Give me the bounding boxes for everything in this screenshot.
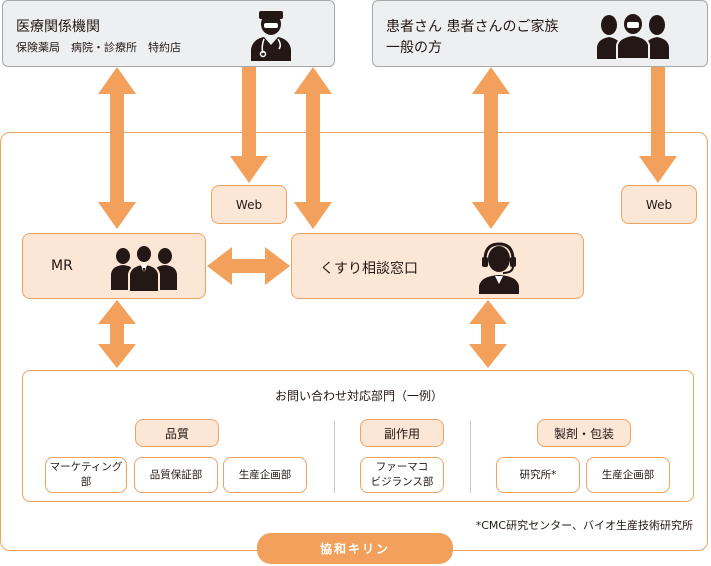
family-icon bbox=[597, 13, 669, 59]
departments-title: お問い合わせ対応部門（一例） bbox=[274, 389, 443, 403]
arrow-consult-departments bbox=[469, 300, 507, 368]
patients-line1: 患者さん 患者さんのご家族 bbox=[386, 19, 559, 35]
arrow-mr-departments bbox=[98, 300, 136, 368]
mr-label: MR bbox=[51, 258, 73, 274]
arrow-mr-consult bbox=[207, 247, 290, 285]
departments-box: お問い合わせ対応部門（一例） 品質 マーケティング部 品質保証部 生産企画部 副… bbox=[22, 370, 694, 502]
operator-headset-icon bbox=[479, 242, 519, 294]
web-box-right[interactable]: Web bbox=[621, 185, 697, 224]
company-label: 協和キリン bbox=[257, 533, 453, 564]
category-side-effects: 副作用 bbox=[360, 419, 444, 447]
arrow-doctors-consult bbox=[294, 67, 332, 229]
arrow-doctors-mr bbox=[98, 67, 136, 229]
medical-institutions-subtitle: 保険薬局 病院・診療所 特約店 bbox=[16, 41, 181, 54]
doctor-icon bbox=[251, 11, 291, 61]
dept-pharmacovigilance: ファーマコ ビジランス部 bbox=[360, 457, 444, 493]
patients-box: 患者さん 患者さんのご家族 一般の方 bbox=[372, 0, 708, 67]
business-team-icon bbox=[111, 244, 177, 292]
web-box-left[interactable]: Web bbox=[211, 185, 287, 224]
medical-institutions-box: 医療関係機関 保険薬局 病院・診療所 特約店 bbox=[2, 0, 335, 67]
arrow-patients-web bbox=[639, 67, 677, 183]
footnote: *CMC研究センター、バイオ生産技術研究所 bbox=[475, 519, 693, 532]
dept-production-planning-1: 生産企画部 bbox=[223, 457, 307, 493]
category-quality: 品質 bbox=[135, 419, 219, 447]
dept-quality-assurance: 品質保証部 bbox=[134, 457, 218, 493]
divider-2 bbox=[470, 421, 471, 493]
dept-research-lab: 研究所* bbox=[496, 457, 580, 493]
category-manufacturing: 製剤・包装 bbox=[537, 419, 631, 447]
arrow-patients-consult bbox=[472, 67, 510, 229]
arrow-doctors-web bbox=[230, 67, 268, 183]
consultation-desk-label: くすり相談窓口 bbox=[320, 261, 418, 277]
dept-production-planning-2: 生産企画部 bbox=[586, 457, 670, 493]
divider-1 bbox=[334, 421, 335, 493]
dept-marketing: マーケティング部 bbox=[45, 457, 127, 493]
medical-institutions-title: 医療関係機関 bbox=[16, 19, 100, 35]
mr-box: MR bbox=[22, 233, 206, 299]
patients-line2: 一般の方 bbox=[386, 40, 442, 56]
consultation-desk-box: くすり相談窓口 bbox=[291, 233, 584, 299]
